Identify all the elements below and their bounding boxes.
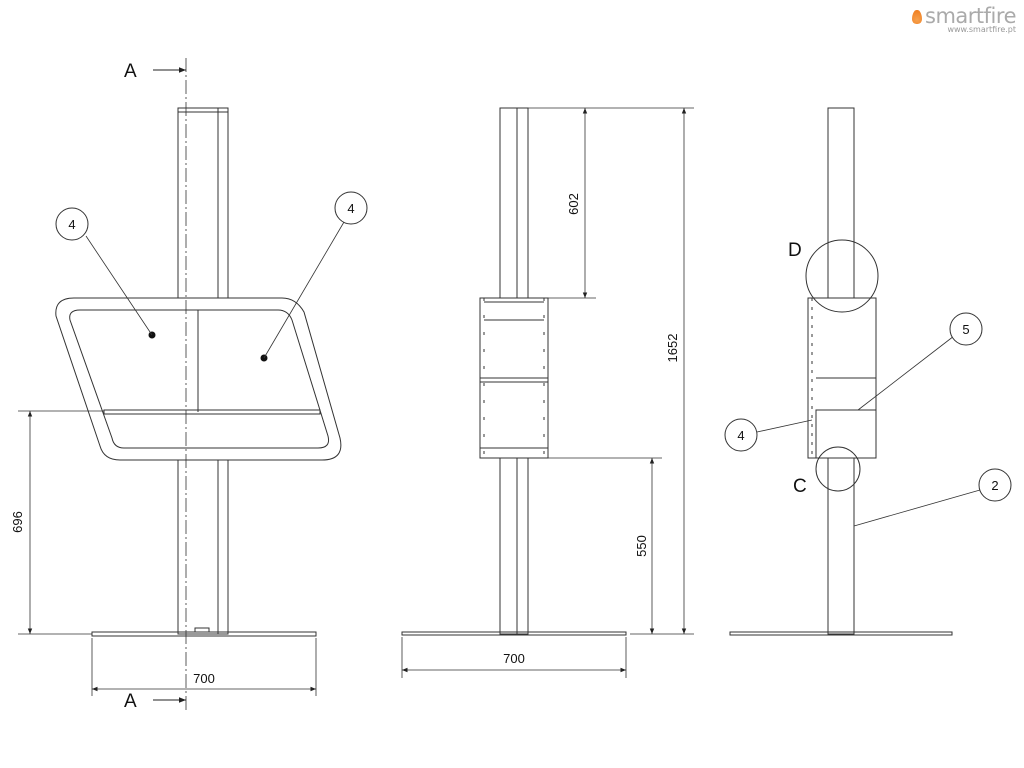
section-label-top: A	[124, 61, 137, 82]
callout-rear-5-text: 5	[962, 322, 969, 337]
dim-side-lower: 550	[634, 535, 649, 557]
side-dimension-lower	[548, 457, 662, 634]
front-dimension-base	[91, 638, 317, 696]
callout-front-left-text: 4	[68, 217, 75, 232]
callout-rear-2-text: 2	[991, 478, 998, 493]
brand-name: smartfire	[925, 4, 1016, 28]
callout-rear-4-text: 4	[737, 428, 744, 443]
callout-rear-2: 2	[853, 468, 1012, 527]
detail-label-d: D	[788, 240, 802, 261]
side-dimension-total	[596, 107, 694, 635]
callout-rear-5: 5	[857, 312, 983, 411]
front-view	[55, 58, 342, 712]
front-hood-inner	[69, 309, 329, 449]
callout-front-right-text: 4	[347, 201, 354, 216]
brand-name-row: smartfire	[912, 4, 1016, 28]
dim-side-base: 700	[503, 651, 525, 666]
rear-base-plate	[729, 631, 953, 636]
dim-side-upper: 602	[566, 193, 581, 215]
callout-rear-4: 4	[724, 418, 813, 452]
section-marker-bottom: A	[124, 691, 186, 712]
detail-circle-d	[805, 239, 879, 313]
section-marker-top: A	[124, 61, 186, 82]
section-label-bottom: A	[124, 691, 137, 712]
front-dimension-height	[18, 410, 104, 635]
front-pipe-foot	[194, 627, 210, 633]
brand-logo: smartfire www.smartfire.pt	[912, 4, 1016, 34]
front-firebox-ledge	[103, 409, 321, 415]
side-base-plate	[401, 631, 627, 636]
detail-circle-c	[815, 446, 861, 492]
side-view	[401, 107, 627, 636]
dim-front-height: 696	[10, 511, 25, 533]
flame-icon	[912, 10, 923, 24]
side-dimension-base	[401, 637, 627, 678]
side-dimension-upper	[528, 107, 596, 299]
side-flue-upper	[499, 107, 529, 299]
rear-flue-upper	[827, 107, 855, 299]
dim-front-base: 700	[193, 671, 215, 686]
callout-front-left: 4	[55, 207, 153, 336]
dim-side-total: 1652	[665, 334, 680, 363]
detail-label-c: C	[793, 476, 807, 497]
rear-flue-lower	[827, 457, 855, 635]
side-flue-lower	[499, 457, 529, 635]
brand-url: www.smartfire.pt	[947, 25, 1016, 34]
callout-front-right: 4	[263, 191, 368, 359]
rear-view	[729, 107, 953, 636]
